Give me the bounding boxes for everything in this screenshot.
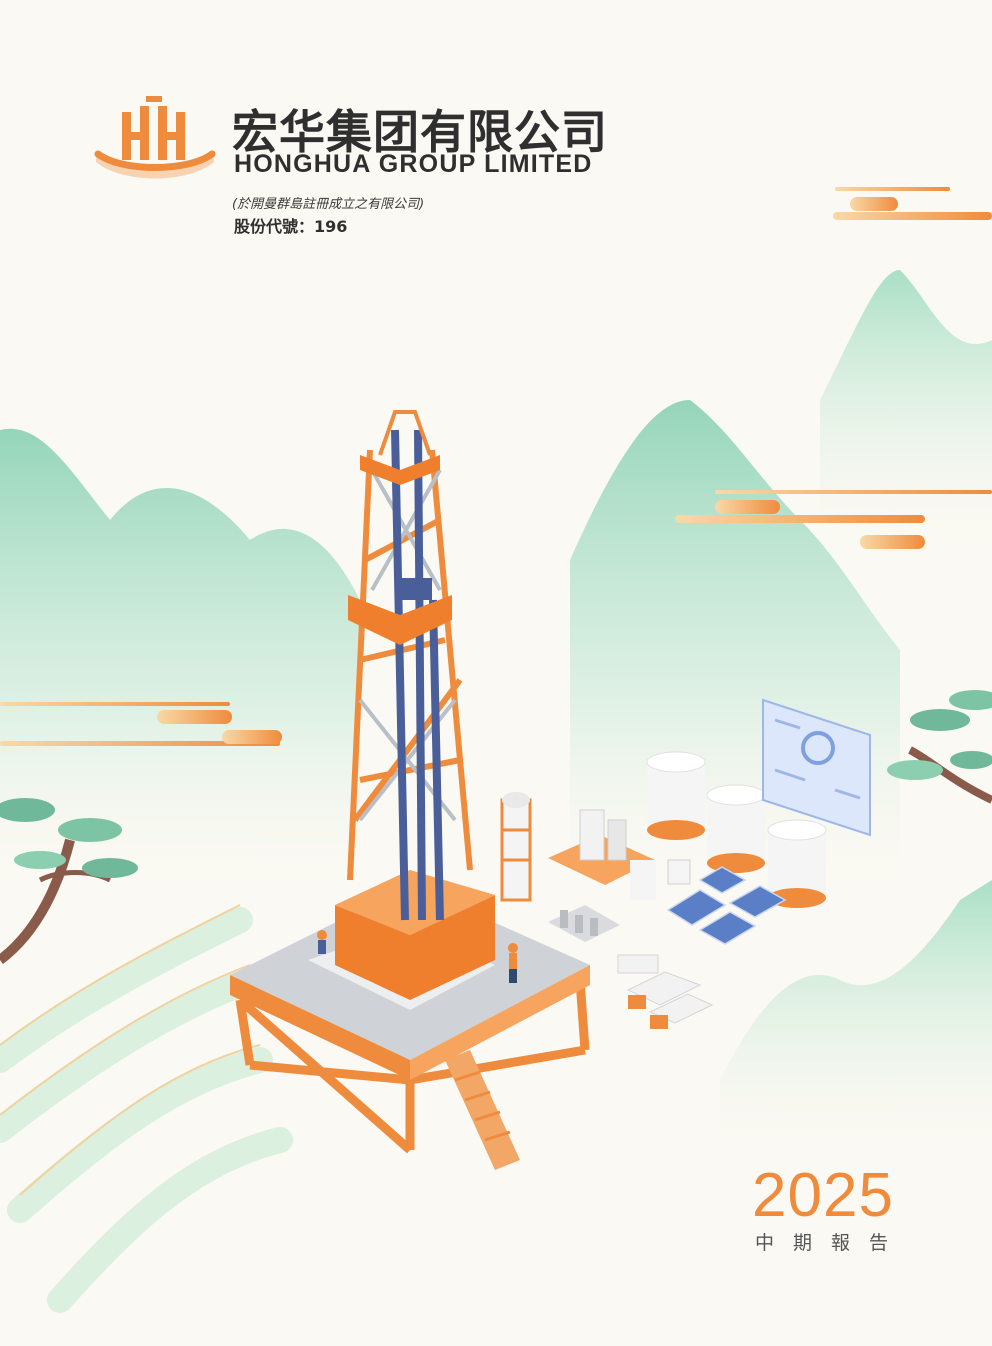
terrace-field [0,907,293,1313]
company-name-chinese: 宏华集团有限公司 [232,105,608,159]
cloud-ornaments [0,187,992,746]
electrical-unit [548,905,620,942]
pine-tree-right [887,690,992,804]
digital-dashboard [762,698,871,837]
drilling-rig [230,410,590,1170]
tanker-trucks [617,954,714,1029]
processing-unit [548,809,691,900]
company-name-english: HONGHUA GROUP LIMITED [234,150,593,178]
separator-column [500,792,532,902]
pine-tree-left [0,798,138,964]
solar-panels [666,866,787,945]
stock-code: 股份代號：196 [234,217,348,236]
report-year: 2025 [752,1161,894,1230]
report-type: 中期報告 [755,1232,908,1254]
storage-tanks [646,751,827,908]
incorporation-note: (於開曼群島註冊成立之有限公司) [232,197,425,212]
honghua-logo [94,96,216,179]
